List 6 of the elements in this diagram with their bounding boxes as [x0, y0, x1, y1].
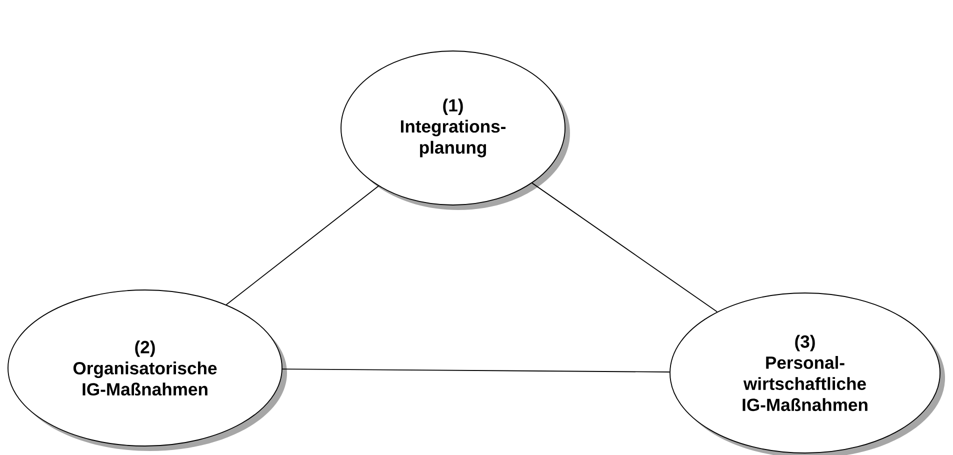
connector-line [282, 368, 670, 372]
connector-line [532, 182, 718, 312]
connector-line [226, 186, 379, 306]
ellipse-node: (1) Integrations- planung [340, 50, 570, 210]
ellipse-node: (2) Organisatorische IG-Maßnahmen [8, 290, 287, 451]
ellipse-node: (3) Personal- wirtschaftliche IG-Maßnahmen [670, 292, 946, 455]
